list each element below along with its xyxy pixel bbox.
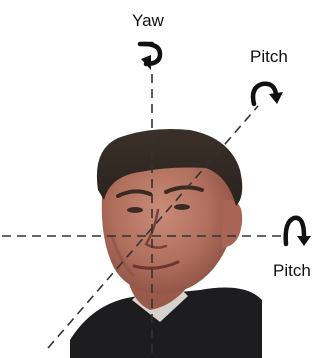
left-eyebrow [116,189,152,198]
mouth [132,260,180,270]
yaw-label: Yaw [132,11,164,30]
left-eye [127,207,143,213]
face [100,144,236,294]
hair [96,129,243,206]
diagonal-rotation-arrow-icon [250,81,283,107]
head-photo [70,129,262,358]
nose [144,208,168,249]
axes [2,74,282,358]
pitch-diagonal-label: Pitch [250,47,288,66]
jacket [70,287,262,358]
right-eye [174,204,190,210]
yaw-rotation-arrow-icon [137,41,163,70]
cheek-shadow [110,235,136,278]
horizontal-rotation-arrow-icon [283,215,311,247]
ear [222,199,243,248]
right-eyebrow [164,185,204,194]
diagonal-axis [47,105,259,349]
pitch-horizontal-label: Pitch [273,261,311,280]
